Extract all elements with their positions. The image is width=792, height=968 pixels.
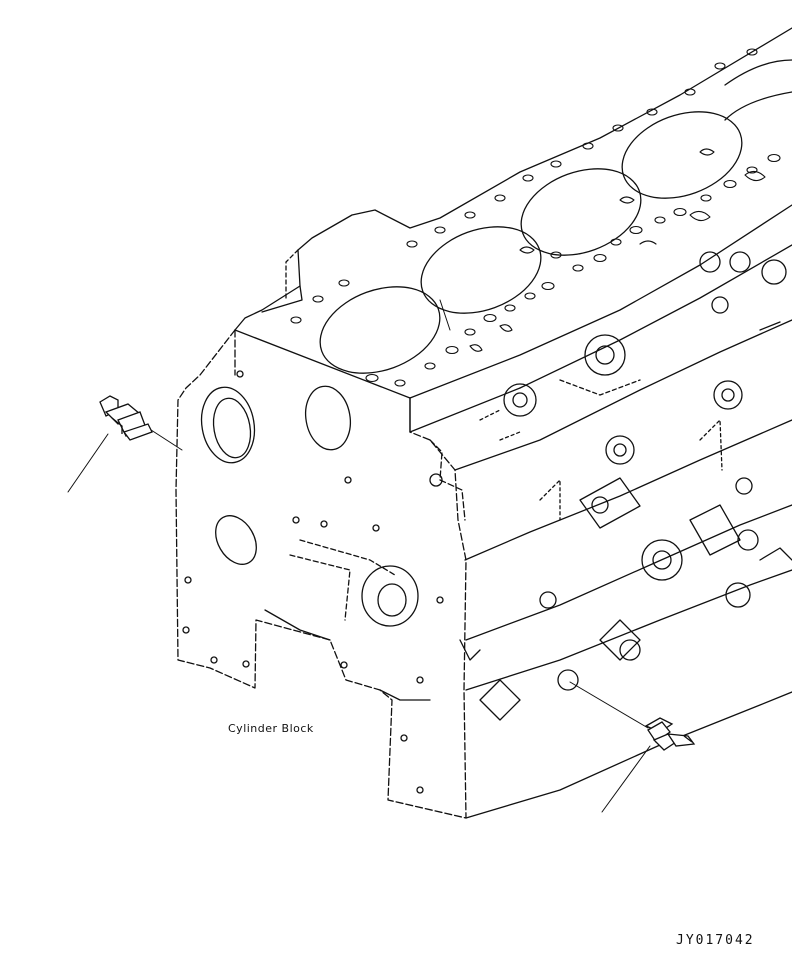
deck-holes xyxy=(291,49,780,386)
block-right-side xyxy=(430,252,792,818)
cylinder-bores xyxy=(308,60,792,389)
leader-line-right xyxy=(570,682,650,812)
figure-id: JY017042 xyxy=(676,933,755,948)
block-top-deck xyxy=(235,28,792,432)
block-front-face xyxy=(176,330,480,818)
leader-line-left xyxy=(68,428,182,492)
cylinder-block-label: Cylinder Block xyxy=(228,722,314,735)
left-plug-part xyxy=(100,396,152,440)
right-plug-part xyxy=(646,718,694,750)
